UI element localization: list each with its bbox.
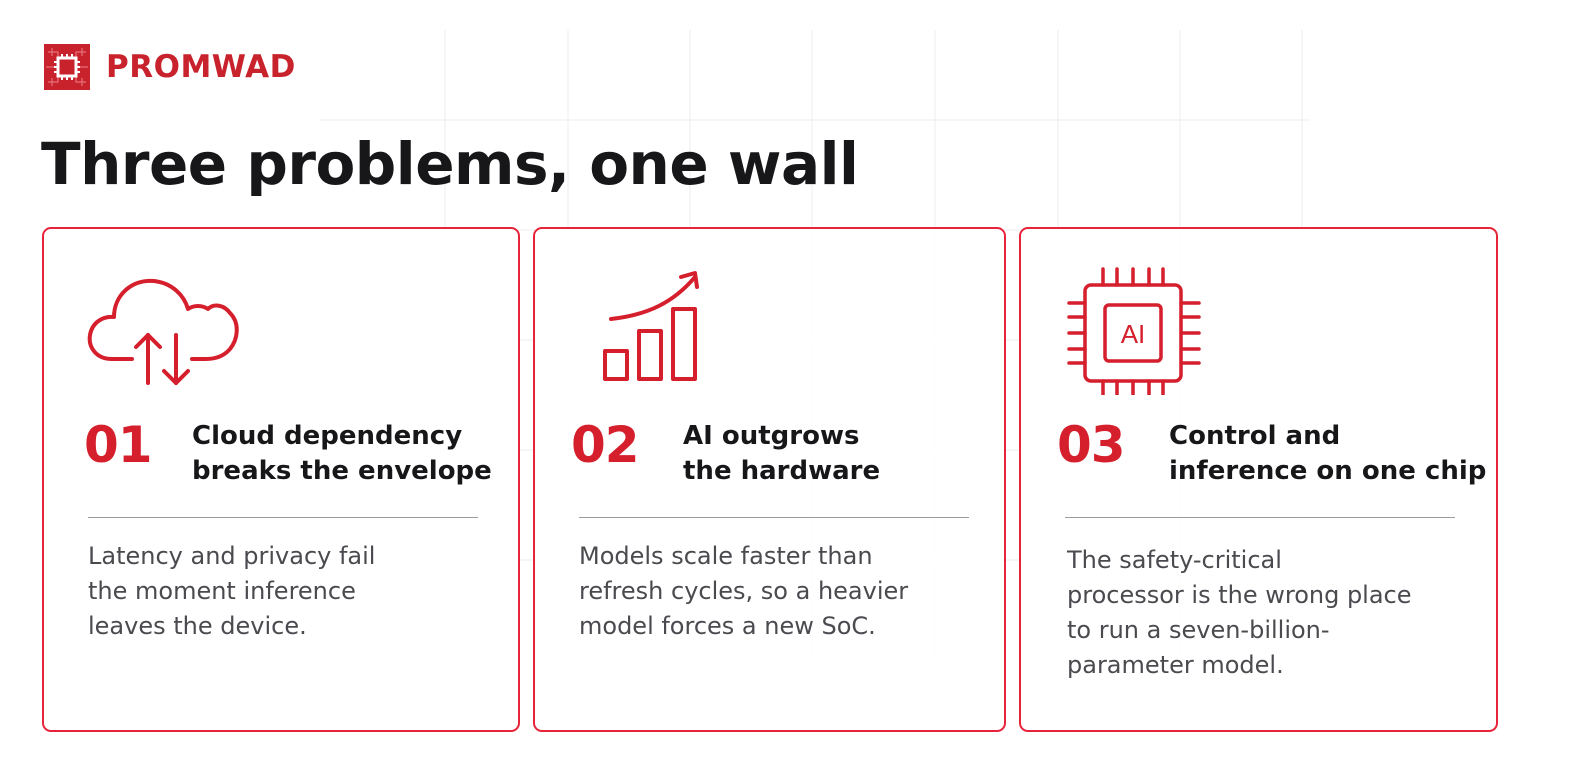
card-heading: Cloud dependency breaks the envelope	[192, 419, 512, 489]
card-heading: AI outgrows the hardware	[683, 419, 1003, 489]
card-number: 01	[84, 416, 153, 474]
ai-chip-icon: AI	[1067, 267, 1201, 395]
problem-card-3: AI 03 Control and inference on one chip …	[1019, 227, 1498, 732]
card-heading-line: breaks the envelope	[192, 456, 492, 486]
chip-label: AI	[1121, 319, 1146, 349]
card-divider	[1065, 517, 1455, 518]
brand-name: PROMWAD	[106, 49, 296, 85]
card-heading-line: the hardware	[683, 456, 881, 486]
problem-card-2: 02 AI outgrows the hardware Models scale…	[533, 227, 1006, 732]
card-body-line: leaves the device.	[88, 612, 307, 640]
card-number: 03	[1057, 416, 1126, 474]
card-body-line: processor is the wrong place	[1067, 581, 1412, 609]
cloud-sync-icon	[87, 278, 239, 385]
card-body-line: the moment inference	[88, 577, 356, 605]
card-body-line: parameter model.	[1067, 651, 1284, 679]
card-heading-line: Control and	[1169, 421, 1341, 451]
card-body-line: Latency and privacy fail	[88, 542, 376, 570]
card-description: The safety-critical processor is the wro…	[1067, 543, 1447, 683]
card-divider	[579, 517, 969, 518]
card-body-line: The safety-critical	[1067, 546, 1282, 574]
card-heading-line: inference on one chip	[1169, 456, 1487, 486]
brand-logo: PROMWAD	[44, 44, 296, 90]
card-heading-line: AI outgrows	[683, 421, 860, 451]
card-description: Models scale faster than refresh cycles,…	[579, 539, 979, 644]
growth-chart-icon	[603, 271, 699, 381]
card-body-line: Models scale faster than	[579, 542, 873, 570]
page-title: Three problems, one wall	[41, 130, 859, 198]
card-heading-line: Cloud dependency	[192, 421, 463, 451]
problem-card-1: 01 Cloud dependency breaks the envelope …	[42, 227, 520, 732]
card-description: Latency and privacy fail the moment infe…	[88, 539, 488, 644]
card-body-line: refresh cycles, so a heavier	[579, 577, 909, 605]
card-body-line: to run a seven-billion-	[1067, 616, 1330, 644]
chip-logo-icon	[44, 44, 90, 90]
card-body-line: model forces a new SoC.	[579, 612, 876, 640]
card-number: 02	[571, 416, 640, 474]
card-heading: Control and inference on one chip	[1169, 419, 1489, 489]
card-divider	[88, 517, 478, 518]
